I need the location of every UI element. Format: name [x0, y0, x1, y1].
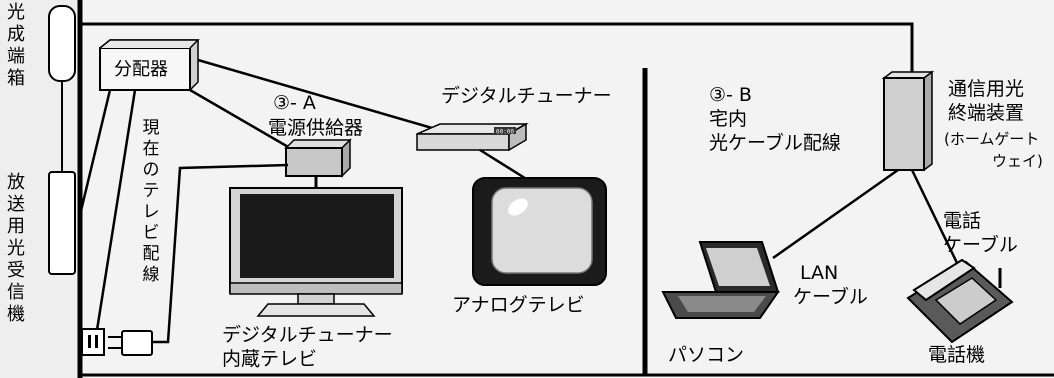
home-fiber-label-line1: 宅内	[709, 108, 748, 130]
telephone-keypad	[934, 277, 998, 325]
builtin-tv-label-line2: 内蔵テレビ	[222, 348, 318, 370]
power-supply-label: 電源供給器	[268, 117, 364, 139]
lan-cable-label-line2: ケーブル	[793, 286, 868, 308]
ont-box-side	[923, 70, 933, 172]
wall-outlet	[81, 328, 105, 356]
gateway-label-line1: (ホームゲート	[944, 130, 1040, 148]
telephone-handset	[912, 258, 976, 302]
onu-box	[48, 5, 76, 82]
splitter-box	[99, 47, 191, 91]
analog-tv-label: アナログテレビ	[452, 294, 585, 316]
digital-tv-bezel-bottom	[229, 282, 403, 295]
splitter-box-top	[99, 39, 200, 49]
fiber-main-line	[80, 22, 914, 78]
builtin-tv-label-line1: デジタルチューナー	[222, 324, 393, 346]
power-supply-box	[285, 147, 343, 177]
digital-tv-stand	[256, 303, 376, 317]
power-supply-box-top	[284, 139, 352, 149]
ont-label-line2: 終端装置	[948, 102, 1025, 124]
broadcast-receiver-label: 放送用光受信機	[7, 172, 25, 325]
current-wiring-label: 現在のテレビ配線	[142, 118, 160, 285]
laptop-keyboard	[678, 296, 766, 312]
onu-box-label: 光成端箱	[7, 2, 25, 89]
wall-outlet-slot-right	[95, 335, 98, 348]
splitter-to-tuner-line	[197, 58, 433, 130]
digital-tuner-box	[416, 133, 510, 151]
pc-label: パソコン	[668, 344, 745, 366]
power-supply-tag: ③- A	[273, 92, 316, 114]
plug-head	[121, 330, 153, 356]
splitter-label: 分配器	[114, 59, 168, 80]
section-b-tag: ③- B	[709, 84, 752, 106]
tuner-to-analog-tv-line	[479, 148, 529, 182]
digital-tv-neck	[297, 293, 335, 305]
digital-tuner-display	[494, 127, 516, 134]
ont-box	[883, 77, 925, 171]
wall-outlet-slot-left	[88, 335, 91, 348]
digital-tuner-display-text: 00:00	[496, 129, 514, 136]
analog-tv-glare	[508, 198, 528, 216]
splitter-to-receiver-line	[78, 89, 112, 216]
telephone-label: 電話機	[928, 344, 986, 366]
digital-tuner-label: デジタルチューナー	[441, 85, 612, 107]
broadcast-receiver-box	[48, 171, 76, 275]
ont-to-pc-lan-line	[772, 168, 899, 260]
home-fiber-label-line2: 光ケーブル配線	[709, 132, 841, 154]
digital-tv-screen	[240, 194, 394, 278]
phone-cable-label-line1: 電話	[943, 210, 982, 232]
gateway-label-line2: ウェイ)	[992, 152, 1043, 170]
laptop-screen	[706, 248, 770, 286]
phone-cable-label-line2: ケーブル	[943, 234, 1018, 256]
current-wiring-line	[95, 89, 137, 331]
analog-tv-screen	[491, 187, 593, 274]
splitter-to-power-supply-line	[189, 88, 291, 150]
digital-tuner-side	[508, 122, 527, 152]
lan-cable-label-line1: LAN	[800, 262, 839, 284]
ont-to-phone-line	[910, 169, 960, 266]
ont-label-line1: 通信用光	[948, 78, 1025, 100]
power-supply-to-outlet-line	[152, 163, 289, 344]
